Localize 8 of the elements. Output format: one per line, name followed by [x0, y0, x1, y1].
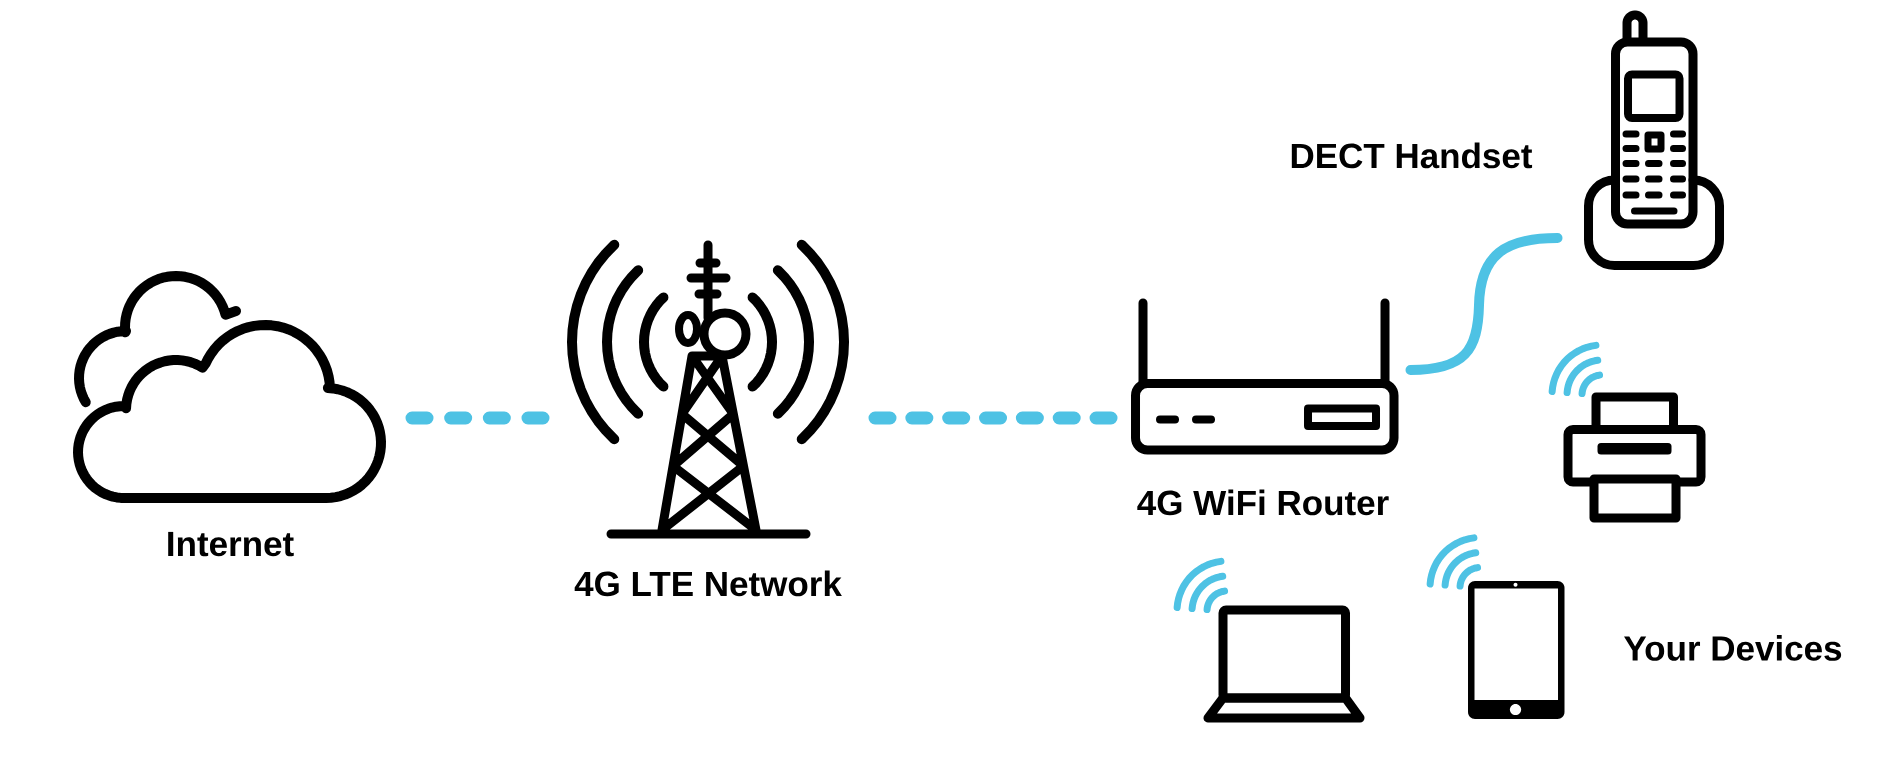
node-label: DECT Handset [1291, 142, 1533, 169]
dashed-line [868, 411, 1118, 425]
node-label: Internet [168, 531, 294, 557]
group-label: Your Devices [1624, 635, 1842, 661]
node-label: 4G LTE Network [574, 570, 842, 597]
dashed-line [405, 411, 550, 425]
connector-line [1405, 233, 1563, 375]
node-label: 4G WiFi Router [1137, 489, 1389, 516]
